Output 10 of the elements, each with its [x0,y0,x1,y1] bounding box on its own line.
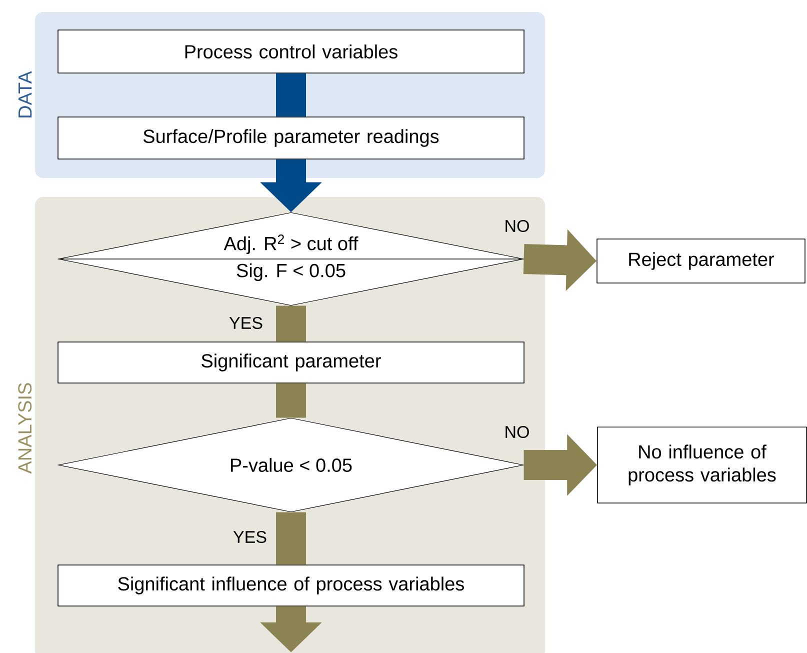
node-label: ANALYSIS [18,383,32,474]
process-box: Significant influence of process variables [58,564,524,606]
process-box: Significant parameter [58,342,524,384]
process-box: Surface/Profile parameter readings [58,116,524,160]
node-label: DATA [18,71,32,118]
process-box: No influence of process variables [597,426,807,504]
process-box: Process control variables [58,30,524,74]
process-box: Reject parameter [596,238,806,284]
edge-label: YES [233,530,266,544]
edge-label: YES [229,316,262,330]
